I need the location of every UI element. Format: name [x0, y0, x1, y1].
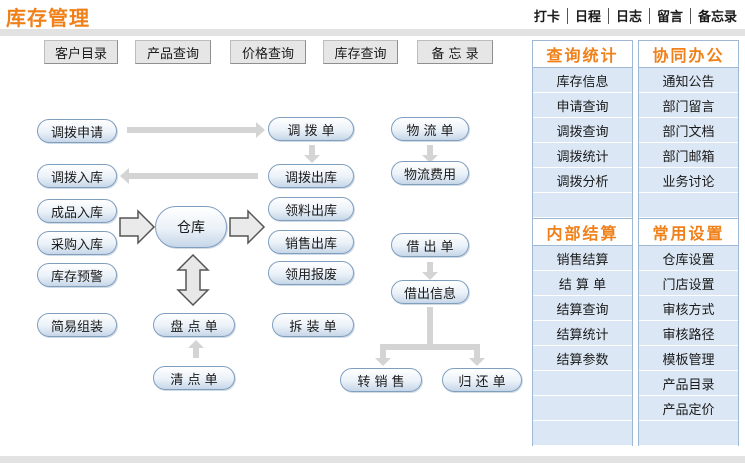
menu-item-product-pricing[interactable]: 产品定价	[639, 396, 738, 421]
menu-item-notice[interactable]: 通知公告	[639, 68, 738, 93]
simple-assembly-button[interactable]: 简易组装	[37, 313, 117, 337]
price-query-button[interactable]: 价格查询	[230, 40, 306, 64]
divider	[607, 7, 609, 24]
menu-item-store-settings[interactable]: 门店设置	[639, 271, 738, 296]
inventory-count-button[interactable]: 盘 点 单	[153, 313, 235, 337]
memo-button[interactable]: 备 忘 录	[417, 40, 493, 64]
finished-goods-in-button[interactable]: 成品入库	[37, 199, 117, 223]
double-arrow-right-icon	[229, 209, 266, 245]
convert-to-sale-button[interactable]: 转 销 售	[340, 368, 422, 392]
menu-item-dept-message[interactable]: 部门留言	[639, 93, 738, 118]
arrow-down-icon	[422, 262, 438, 280]
menu-item-request-query[interactable]: 申请查询	[533, 93, 632, 118]
double-arrow-right-icon	[119, 209, 156, 245]
stock-query-button[interactable]: 库存查询	[323, 40, 398, 64]
lend-order-button[interactable]: 借 出 单	[391, 233, 469, 257]
arrow-down-icon	[375, 348, 391, 366]
query-stats-header: 查询统计	[533, 41, 632, 68]
menu-item-stock-info[interactable]: 库存信息	[533, 68, 632, 93]
connector-line	[380, 344, 480, 350]
divider	[689, 7, 691, 24]
divider	[566, 7, 568, 24]
arrow-down-icon	[469, 348, 485, 366]
menu-item-product-catalog[interactable]: 产品目录	[639, 371, 738, 396]
arrow-down-icon	[422, 145, 438, 163]
menu-item-warehouse-settings[interactable]: 仓库设置	[639, 246, 738, 271]
cooperation-header: 协同办公	[639, 41, 738, 68]
menu-item-settlement-stats[interactable]: 结算统计	[533, 321, 632, 346]
menu-item-transfer-analysis[interactable]: 调拨分析	[533, 168, 632, 193]
divider	[648, 7, 650, 24]
menu-item-transfer-stats[interactable]: 调拨统计	[533, 143, 632, 168]
connector-line	[427, 307, 433, 347]
link-schedule[interactable]: 日程	[574, 10, 601, 25]
logistics-order-button[interactable]: 物 流 单	[391, 117, 469, 141]
sales-out-button[interactable]: 销售出库	[268, 230, 354, 254]
double-arrow-vertical-icon	[176, 254, 210, 306]
customer-directory-button[interactable]: 客户目录	[44, 40, 118, 64]
menu-item-settlement-params[interactable]: 结算参数	[533, 346, 632, 371]
menu-item-transfer-query[interactable]: 调拨查询	[533, 118, 632, 143]
use-scrap-button[interactable]: 领用报废	[268, 261, 354, 285]
menu-item-review-method[interactable]: 审核方式	[639, 296, 738, 321]
material-out-button[interactable]: 领料出库	[268, 197, 354, 221]
transfer-order-button[interactable]: 调 拨 单	[268, 117, 354, 141]
link-punch[interactable]: 打卡	[533, 10, 560, 25]
warehouse-button[interactable]: 仓库	[155, 206, 227, 248]
settlement-header: 内部结算	[533, 218, 632, 246]
link-message[interactable]: 留言	[656, 10, 683, 25]
footer-divider	[0, 456, 745, 463]
menu-item-empty	[533, 193, 632, 218]
transfer-in-button[interactable]: 调拨入库	[37, 164, 117, 188]
settings-header: 常用设置	[639, 218, 738, 246]
top-links: 打卡 日程 日志 留言 备忘录	[534, 6, 737, 25]
menu-item-empty	[639, 193, 738, 218]
menu-item-template-mgmt[interactable]: 模板管理	[639, 346, 738, 371]
menu-item-sales-settlement[interactable]: 销售结算	[533, 246, 632, 271]
menu-item-dept-docs[interactable]: 部门文档	[639, 118, 738, 143]
menu-item-discussion[interactable]: 业务讨论	[639, 168, 738, 193]
panel-column-right: 协同办公 通知公告 部门留言 部门文档 部门邮箱 业务讨论 常用设置 仓库设置 …	[638, 40, 739, 446]
page-title: 库存管理	[6, 6, 90, 30]
disassembly-button[interactable]: 拆 装 单	[272, 313, 354, 337]
return-order-button[interactable]: 归 还 单	[442, 368, 522, 392]
menu-item-review-path[interactable]: 审核路径	[639, 321, 738, 346]
menu-item-settlement-order[interactable]: 结 算 单	[533, 271, 632, 296]
link-log[interactable]: 日志	[615, 10, 642, 25]
stock-check-button[interactable]: 清 点 单	[153, 366, 235, 390]
logistics-cost-button[interactable]: 物流费用	[391, 161, 469, 185]
menu-item-empty	[533, 371, 632, 396]
menu-item-empty	[533, 396, 632, 421]
arrow-up-icon	[188, 340, 204, 358]
panel-column-left: 查询统计 库存信息 申请查询 调拨查询 调拨统计 调拨分析 内部结算 销售结算 …	[532, 40, 633, 446]
link-memo[interactable]: 备忘录	[697, 10, 737, 25]
arrow-left-icon	[120, 168, 258, 184]
menu-item-empty	[533, 421, 632, 446]
product-query-button[interactable]: 产品查询	[135, 40, 211, 64]
purchase-in-button[interactable]: 采购入库	[37, 231, 117, 255]
lend-info-button[interactable]: 借出信息	[391, 280, 469, 304]
menu-item-dept-mail[interactable]: 部门邮箱	[639, 143, 738, 168]
transfer-request-button[interactable]: 调拨申请	[37, 119, 117, 143]
menu-item-settlement-query[interactable]: 结算查询	[533, 296, 632, 321]
arrow-right-icon	[127, 122, 265, 138]
stock-warning-button[interactable]: 库存预警	[37, 263, 117, 287]
transfer-out-button[interactable]: 调拨出库	[268, 164, 354, 188]
menu-item-empty	[639, 421, 738, 446]
arrow-down-icon	[304, 145, 320, 163]
header-divider	[0, 29, 745, 36]
